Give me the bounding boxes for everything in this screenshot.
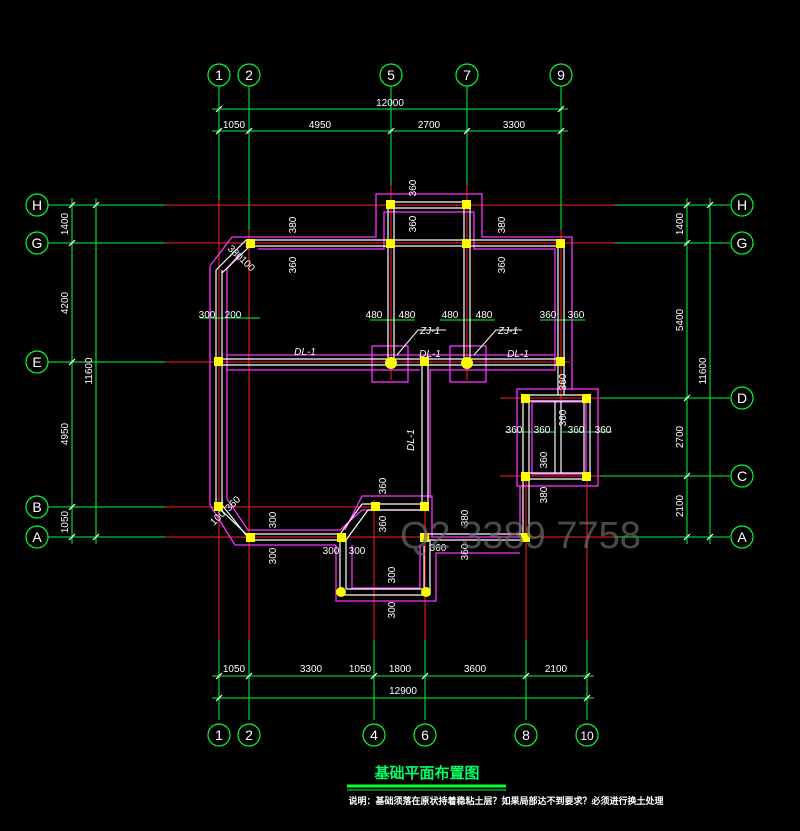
beam-label-dl1: DL-1 xyxy=(406,429,417,451)
dim-bottom-6: 2100 xyxy=(545,664,568,675)
wall-width-label: 360 xyxy=(430,543,447,554)
dimension-ticks xyxy=(68,105,714,702)
axis-bubbles-left xyxy=(25,193,49,549)
wall-width-label: 300 xyxy=(323,546,340,557)
axis-label-left-H: H xyxy=(32,197,42,213)
wall-width-label: 360 xyxy=(378,477,389,494)
dim-top-2: 4950 xyxy=(309,120,332,131)
footing-label-zj1: ZJ-1 xyxy=(419,326,440,337)
dim-top-3: 2700 xyxy=(418,120,441,131)
wall-width-label: 360 xyxy=(558,409,569,426)
wall-width-label: 480 xyxy=(442,310,459,321)
dim-right-4: 2100 xyxy=(675,494,686,517)
wall-width-label: 360 xyxy=(288,256,299,273)
dim-top-4: 3300 xyxy=(503,120,526,131)
axis-label-left-G: G xyxy=(32,235,43,251)
beam-label-dl1: DL-1 xyxy=(294,347,316,358)
axis-label-bottom-8: 8 xyxy=(522,727,530,743)
wall-width-label: 360 xyxy=(558,373,569,390)
axis-label-top-7: 7 xyxy=(463,67,471,83)
wall-width-label: 300 xyxy=(199,310,216,321)
dim-left-2: 4200 xyxy=(60,291,71,314)
drawing-title: 基础平面布置图 xyxy=(373,764,479,782)
dim-left-1: 1400 xyxy=(60,212,71,235)
axis-bubbles-bottom xyxy=(207,723,599,747)
dim-right-2: 5400 xyxy=(675,308,686,331)
wall-width-label: 360 xyxy=(378,515,389,532)
beam-label-dl1: DL-1 xyxy=(507,349,529,360)
axis-label-left-B: B xyxy=(32,499,41,515)
beam-label-dl1: DL-1 xyxy=(419,349,441,360)
dim-left-total: 11600 xyxy=(84,357,95,385)
wall-width-label: 380 xyxy=(288,216,299,233)
dim-left-3: 4950 xyxy=(60,422,71,445)
axis-label-right-H: H xyxy=(737,197,747,213)
axis-label-right-G: G xyxy=(737,235,748,251)
wall-width-label: 300 xyxy=(268,511,279,528)
dim-bottom-1: 1050 xyxy=(223,664,246,675)
footing-outlines xyxy=(209,193,599,602)
axis-label-top-1: 1 xyxy=(215,67,223,83)
footing-label-zj1: ZJ-1 xyxy=(497,326,518,337)
wall-width-label: 480 xyxy=(476,310,493,321)
dim-left-4: 1050 xyxy=(60,510,71,533)
axis-label-top-9: 9 xyxy=(557,67,565,83)
wall-width-label: 300 xyxy=(349,546,366,557)
wall-width-label: 360 xyxy=(408,215,419,232)
column-markers xyxy=(214,200,591,597)
axis-label-top-2: 2 xyxy=(245,67,253,83)
dim-right-3: 2700 xyxy=(675,425,686,448)
axis-bubbles-right xyxy=(730,193,754,549)
wall-width-label: 100 xyxy=(208,508,228,528)
dim-bottom-total: 12900 xyxy=(389,686,417,697)
axis-label-top-5: 5 xyxy=(387,67,395,83)
wall-width-label: 300 xyxy=(387,566,398,583)
axis-label-right-C: C xyxy=(737,468,747,484)
wall-width-label: 300 xyxy=(387,601,398,618)
axis-label-right-D: D xyxy=(737,390,747,406)
axis-label-right-A: A xyxy=(737,529,747,545)
dim-bottom-4: 1800 xyxy=(389,664,412,675)
wall-width-label: 360 xyxy=(540,310,557,321)
wall-width-label: 360 xyxy=(497,256,508,273)
dim-right-total: 11600 xyxy=(698,357,709,385)
watermark-text: Q2 3389 7758 xyxy=(400,515,641,557)
wall-width-label: 380 xyxy=(497,216,508,233)
wall-width-label: 360 xyxy=(408,179,419,196)
wall-width-label: 360 xyxy=(539,451,550,468)
dimension-lines xyxy=(48,86,730,720)
footing-leaders xyxy=(396,329,522,356)
wall-width-label: 480 xyxy=(366,310,383,321)
wall-width-label: 360 xyxy=(534,425,551,436)
axis-label-bottom-10: 10 xyxy=(580,729,594,743)
drawing-note: 说明：基础须落在原状持着稳粘土层？如果局部达不到要求？必须进行换土处理 xyxy=(348,795,663,806)
axis-label-left-A: A xyxy=(32,529,42,545)
dim-top-1: 1050 xyxy=(223,120,246,131)
axis-bubbles-top xyxy=(207,63,573,87)
wall-width-label: 360 xyxy=(595,425,612,436)
wall-width-label: 360 xyxy=(460,543,471,560)
wall-width-label: 360 xyxy=(568,425,585,436)
dim-top-total: 12000 xyxy=(376,98,404,109)
wall-width-label: 360 xyxy=(568,310,585,321)
axis-label-bottom-2: 2 xyxy=(245,727,253,743)
wall-width-label: 480 xyxy=(399,310,416,321)
dim-right-1: 1400 xyxy=(675,212,686,235)
axis-label-bottom-4: 4 xyxy=(370,727,378,743)
wall-width-label: 200 xyxy=(225,310,242,321)
wall-width-label: 360 xyxy=(506,425,523,436)
wall-foundations xyxy=(215,201,591,596)
wall-width-label: 300 xyxy=(268,547,279,564)
axis-label-bottom-1: 1 xyxy=(215,727,223,743)
axis-label-bottom-6: 6 xyxy=(421,727,429,743)
dim-bottom-2: 3300 xyxy=(300,664,323,675)
wall-width-label: 380 xyxy=(460,509,471,526)
dim-bottom-3: 1050 xyxy=(349,664,372,675)
wall-width-label: 380 xyxy=(539,486,550,503)
dim-bottom-5: 3600 xyxy=(464,664,487,675)
axis-label-left-E: E xyxy=(32,354,41,370)
